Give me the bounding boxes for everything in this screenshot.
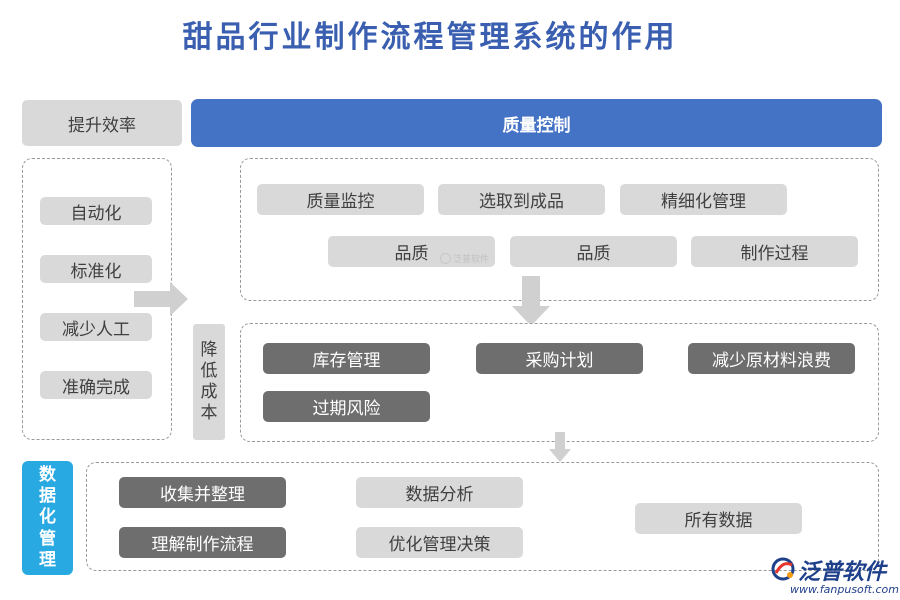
efficiency-item: 减少人工 <box>40 313 152 341</box>
cost-item: 过期风险 <box>263 391 430 422</box>
small-watermark: 泛普软件 <box>440 252 489 265</box>
cost-panel <box>240 323 879 442</box>
data-item: 收集并整理 <box>119 477 286 508</box>
brand-logo-icon <box>440 253 451 264</box>
data-item: 所有数据 <box>635 503 802 534</box>
efficiency-item: 自动化 <box>40 197 152 225</box>
down-arrow-icon <box>512 276 550 326</box>
efficiency-header: 提升效率 <box>22 100 182 146</box>
cost-item: 库存管理 <box>263 343 430 374</box>
quality-item: 品质 <box>328 236 495 267</box>
cost-item: 采购计划 <box>476 343 643 374</box>
efficiency-item: 标准化 <box>40 255 152 283</box>
data-management-label: 数 据 化 管 理 <box>22 461 73 575</box>
cost-item: 减少原材料浪费 <box>688 343 855 374</box>
efficiency-item: 准确完成 <box>40 371 152 399</box>
quality-control-header: 质量控制 <box>191 99 882 147</box>
quality-item: 精细化管理 <box>620 184 787 215</box>
quality-item: 品质 <box>510 236 677 267</box>
data-item: 数据分析 <box>356 477 523 508</box>
reduce-cost-label: 降 低 成 本 <box>193 324 225 440</box>
brand-logo-icon <box>771 557 795 581</box>
quality-item: 选取到成品 <box>438 184 605 215</box>
quality-item: 制作过程 <box>691 236 858 267</box>
data-item: 理解制作流程 <box>119 527 286 558</box>
right-arrow-icon <box>134 282 188 316</box>
quality-panel <box>240 158 879 301</box>
down-arrow-icon <box>549 432 571 462</box>
quality-item: 质量监控 <box>257 184 424 215</box>
data-item: 优化管理决策 <box>356 527 523 558</box>
page-title: 甜品行业制作流程管理系统的作用 <box>182 20 678 55</box>
brand-watermark: 泛普软件 www.fanpusoft.com <box>770 554 899 598</box>
